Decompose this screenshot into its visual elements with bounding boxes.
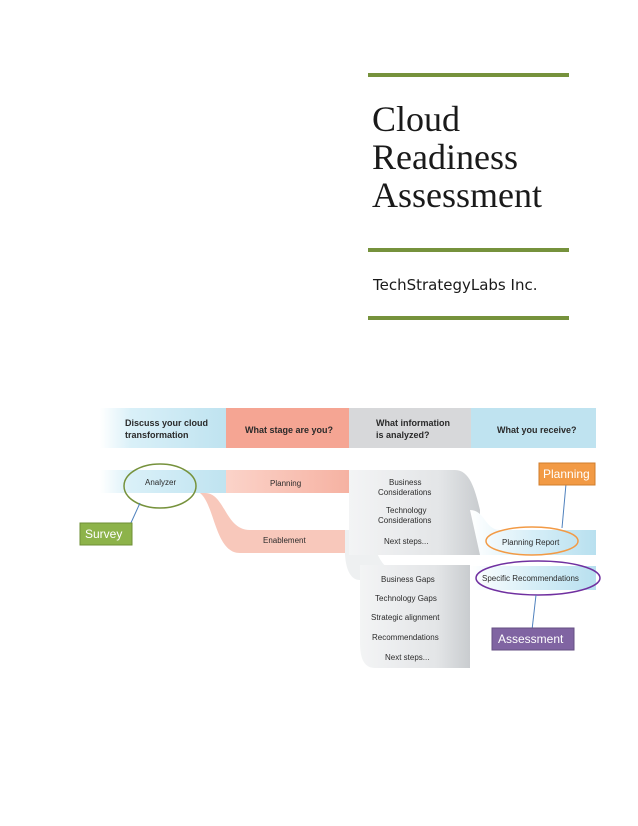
top-rule xyxy=(368,73,569,77)
info-bottom-item: Next steps... xyxy=(385,653,429,662)
output-specific-recommendations: Specific Recommendations xyxy=(482,574,579,583)
header-discuss-line2: transformation xyxy=(125,430,189,440)
info-bottom-item: Technology Gaps xyxy=(375,594,437,603)
company-name: TechStrategyLabs Inc. xyxy=(373,276,538,294)
info-bottom-item: Recommendations xyxy=(372,633,439,642)
header-cell-info xyxy=(349,408,471,448)
header-cell-discuss xyxy=(100,408,226,448)
title-line-1: Cloud xyxy=(372,99,461,139)
title-line-2: Readiness xyxy=(372,137,518,177)
bottom-rule xyxy=(368,316,569,320)
recommendations-band xyxy=(470,566,596,590)
info-top-list: Business Considerations Technology Consi… xyxy=(378,478,431,546)
info-top-item: Considerations xyxy=(378,488,431,497)
flow-bands xyxy=(100,470,596,668)
stage-planning: Planning xyxy=(270,479,301,488)
header-info-line2: is analyzed? xyxy=(376,430,430,440)
analyzer-band xyxy=(100,470,226,493)
planning-band xyxy=(226,470,349,493)
info-bottom-item: Strategic alignment xyxy=(371,613,440,622)
recommendations-highlight-ellipse xyxy=(475,560,601,596)
info-top-item: Considerations xyxy=(378,516,431,525)
middle-rule xyxy=(368,248,569,252)
header-band: Discuss your cloud transformation What s… xyxy=(100,408,596,448)
analyzer-highlight-ellipse xyxy=(123,463,197,509)
assessment-callout: Assessment xyxy=(491,627,575,651)
header-stage: What stage are you? xyxy=(245,425,333,435)
info-top-block xyxy=(349,470,480,555)
survey-callout: Survey xyxy=(79,522,133,546)
info-bottom-list: Business Gaps Technology Gaps Strategic … xyxy=(371,575,440,662)
info-top-item: Technology xyxy=(386,506,426,515)
enablement-branch xyxy=(200,493,345,553)
output-planning-report: Planning Report xyxy=(502,538,560,547)
stage-enablement: Enablement xyxy=(263,536,306,545)
info-top-item: Next steps... xyxy=(384,537,428,546)
header-discuss-line1: Discuss your cloud xyxy=(125,418,208,428)
assessment-connector xyxy=(531,594,537,631)
info-top-item: Business xyxy=(389,478,421,487)
planning-callout: Planning xyxy=(538,462,596,486)
header-cell-stage xyxy=(226,408,349,448)
planning-report-highlight-ellipse xyxy=(485,526,579,556)
title-line-3: Assessment xyxy=(372,175,542,215)
header-cell-receive xyxy=(471,408,596,448)
document-title: Cloud Readiness Assessment xyxy=(372,100,622,214)
info-bottom-item: Business Gaps xyxy=(381,575,435,584)
header-info-line1: What information xyxy=(376,418,450,428)
header-receive: What you receive? xyxy=(497,425,577,435)
info-bottom-block xyxy=(360,565,470,668)
analyzer-label: Analyzer xyxy=(145,478,176,487)
survey-callout-label: Survey xyxy=(85,527,122,541)
top-to-report-band xyxy=(470,510,596,555)
planning-connector xyxy=(561,483,567,529)
survey-connector xyxy=(129,502,141,526)
planning-callout-label: Planning xyxy=(543,467,590,481)
assessment-callout-label: Assessment xyxy=(498,632,564,646)
